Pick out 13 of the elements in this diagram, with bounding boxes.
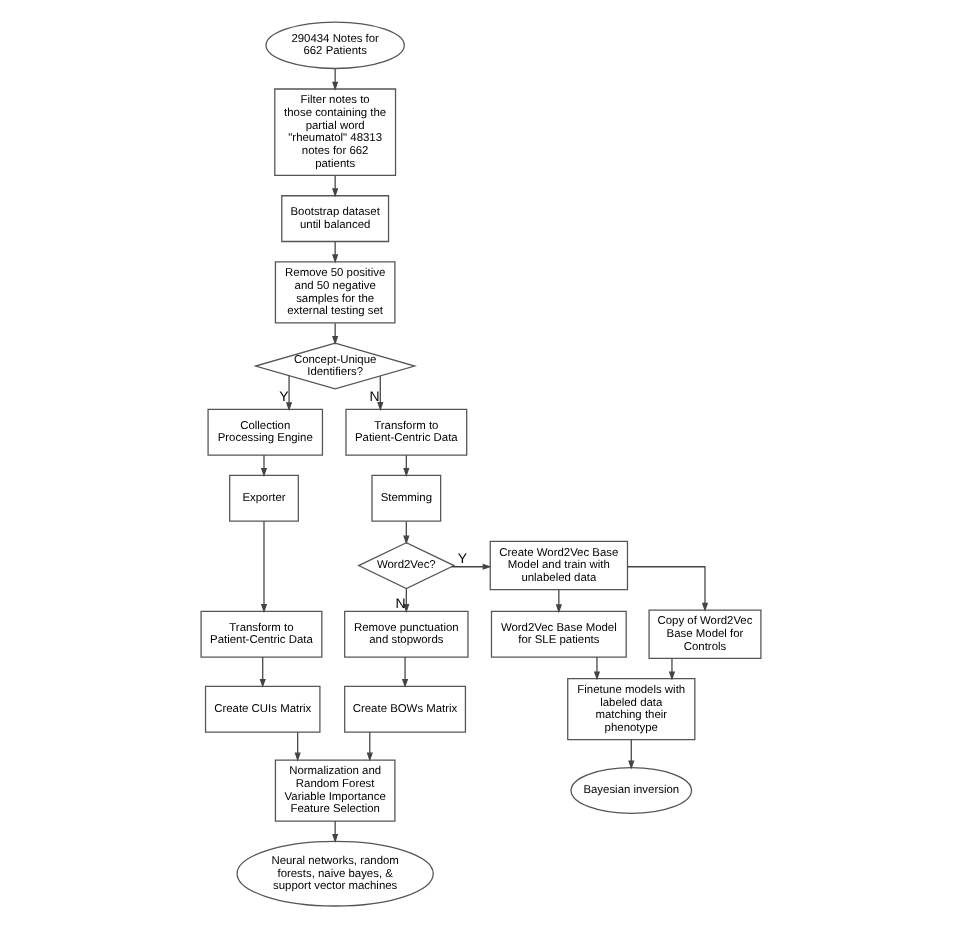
- arrow: [628, 739, 635, 770]
- arrow: [668, 658, 676, 681]
- arrow: [627, 566, 709, 612]
- arrow: [294, 731, 301, 762]
- arrow: [451, 563, 492, 570]
- arrow: [377, 375, 384, 411]
- arrow: [593, 656, 601, 681]
- arrow: [260, 454, 268, 477]
- arrow: [285, 375, 293, 412]
- arrow: [366, 731, 373, 762]
- arrow: [260, 520, 268, 613]
- arrow: [259, 656, 266, 688]
- arrow: [401, 656, 409, 688]
